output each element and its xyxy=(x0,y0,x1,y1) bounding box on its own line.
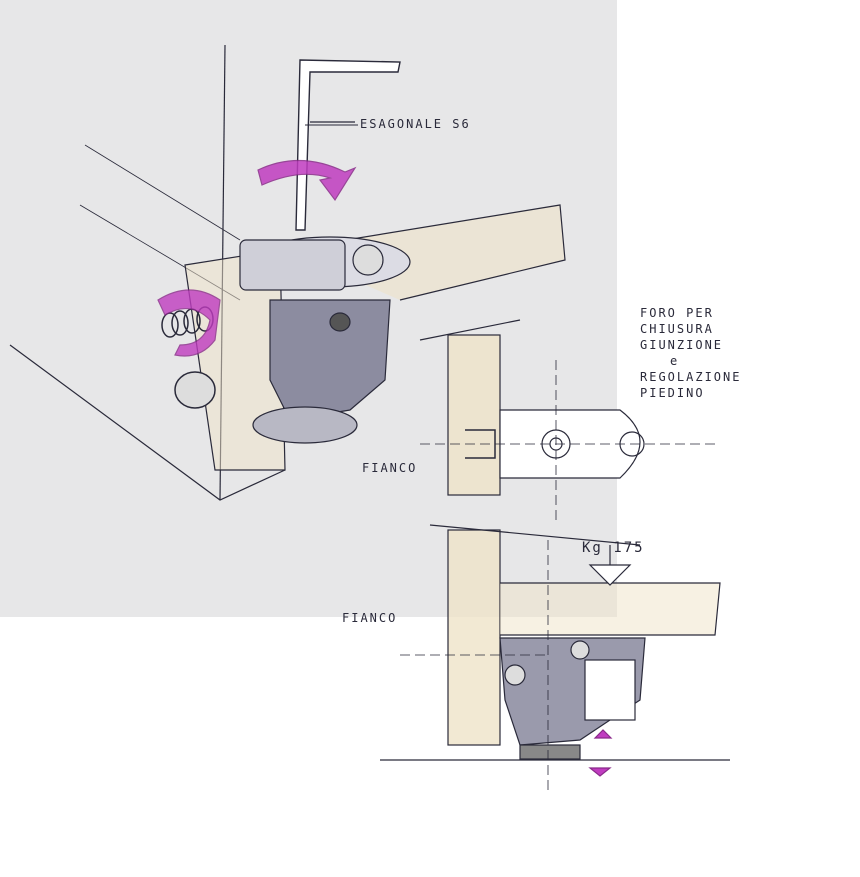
side-view xyxy=(380,524,730,795)
hole-note-label: FORO PER CHIUSURA GIUNZIONE e REGOLAZION… xyxy=(640,305,741,401)
rotation-arrows xyxy=(157,159,613,777)
plan-view xyxy=(419,319,720,520)
hole-note-line: REGOLAZIONE xyxy=(640,370,742,384)
load-label: Kg 175 xyxy=(582,540,645,556)
hole-note-line: FORO PER xyxy=(640,306,714,320)
hole-note-line: e xyxy=(670,354,680,368)
hole-note-line: PIEDINO xyxy=(640,386,705,400)
hole-note-line: CHIUSURA xyxy=(640,322,714,336)
side-label-bottom: FIANCO xyxy=(342,611,398,625)
hex-key-label: ESAGONALE S6 xyxy=(360,117,471,131)
side-label-top: FIANCO xyxy=(362,461,418,475)
hole-note-line: GIUNZIONE xyxy=(640,338,724,352)
